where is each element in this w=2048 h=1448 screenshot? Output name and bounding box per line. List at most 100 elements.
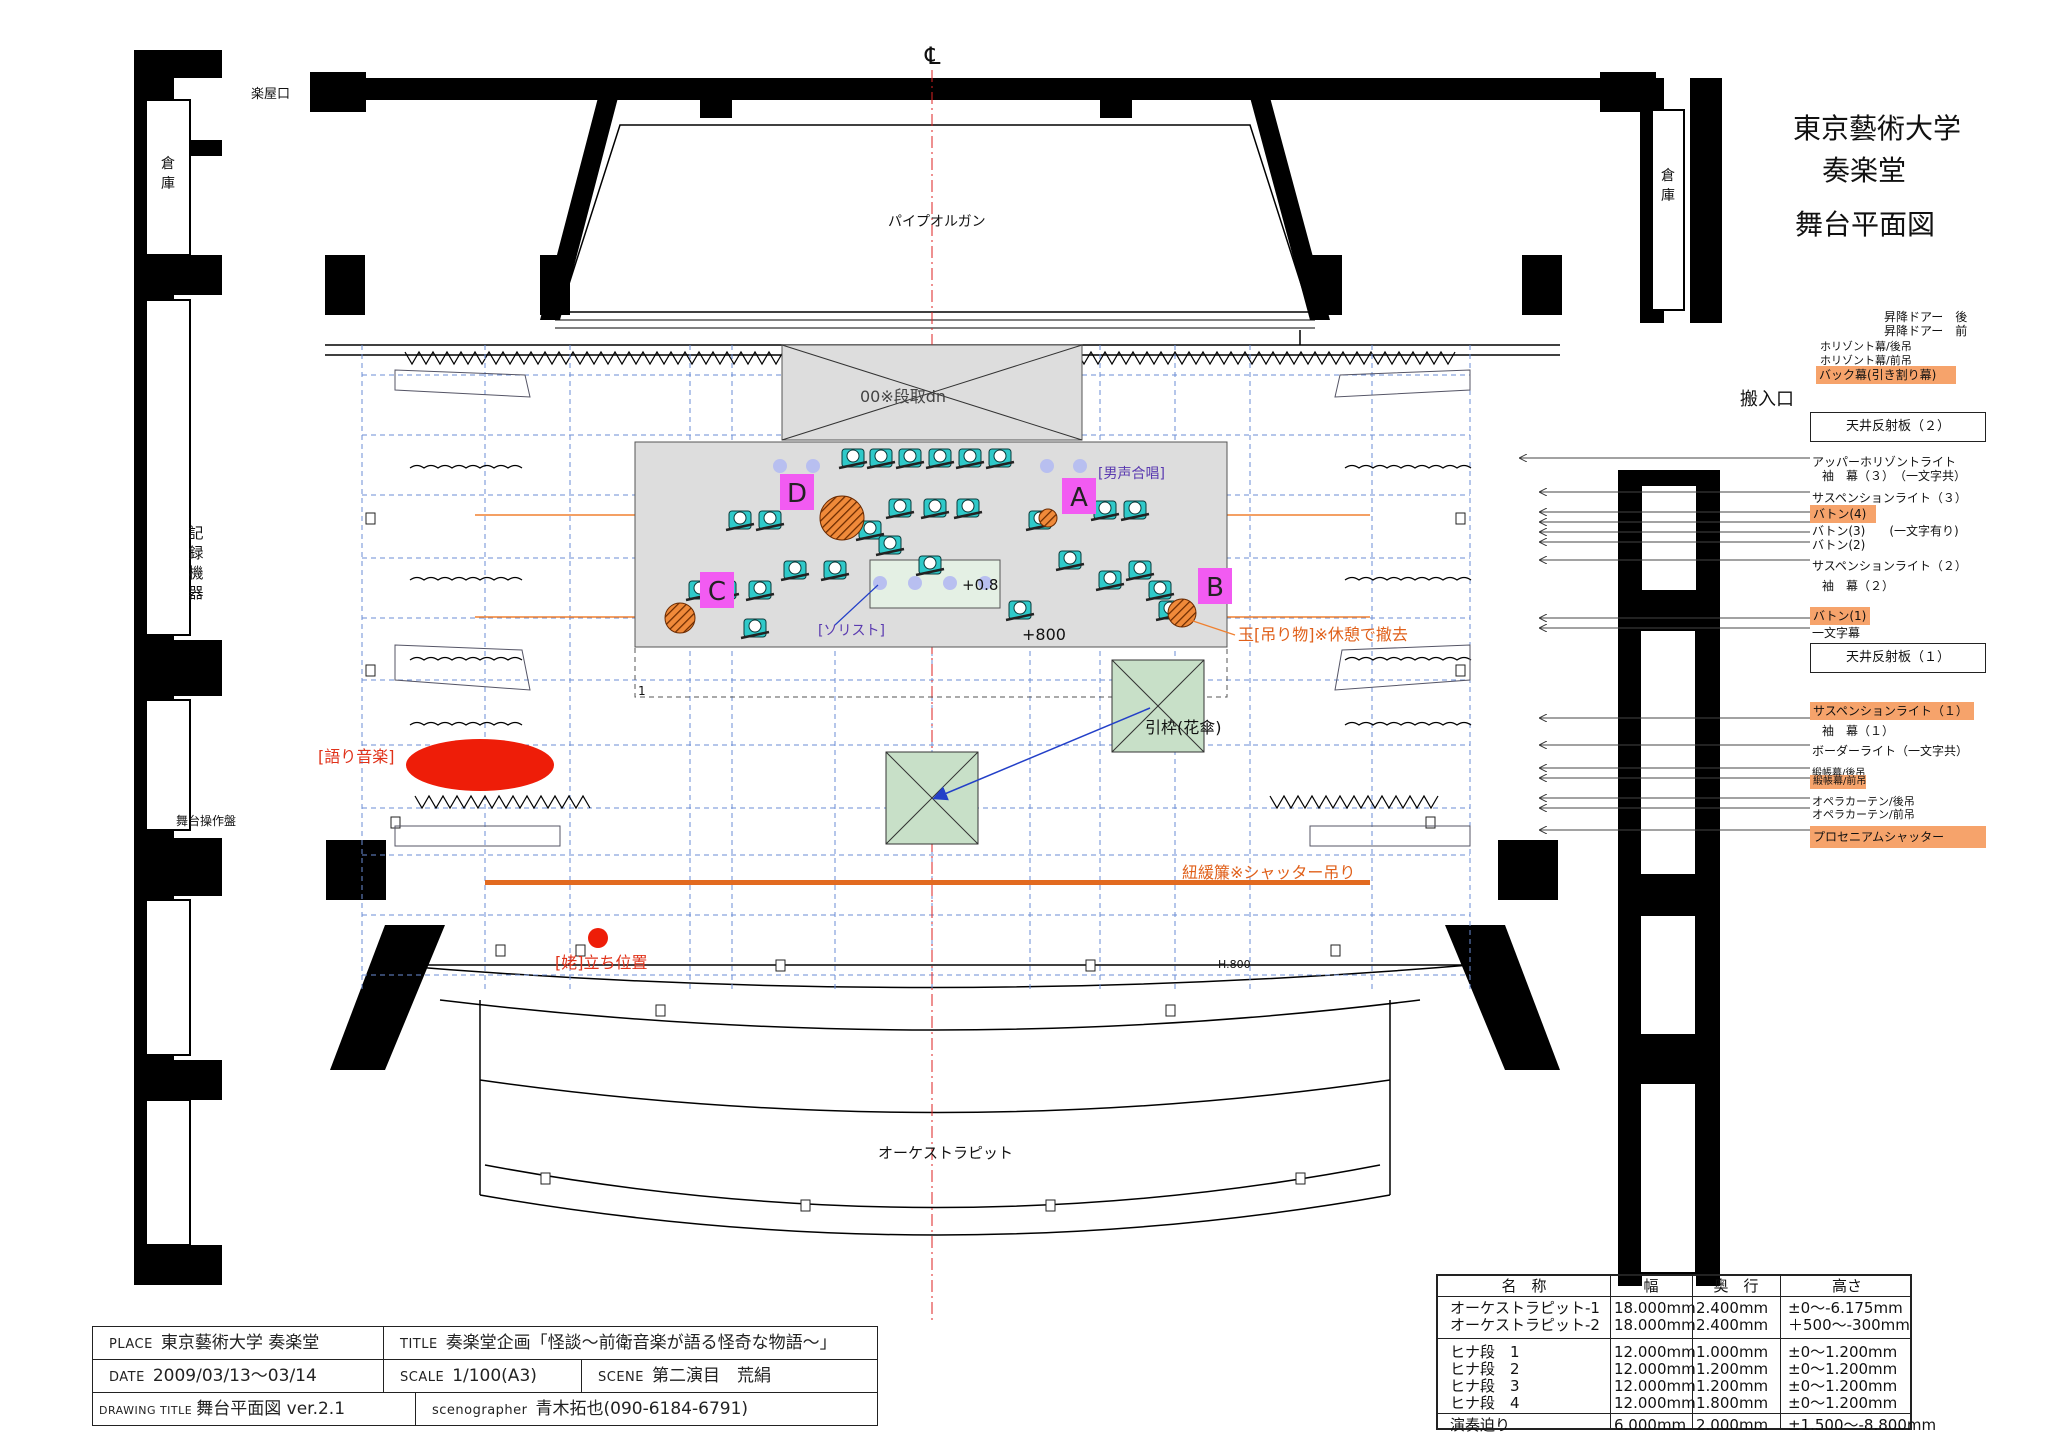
label-ichimonji: 一文字幕 <box>1812 626 1861 640</box>
tb-date-label: DATE <box>109 1370 145 1385</box>
seat-head <box>928 499 942 513</box>
gakuya-guchi-label: 楽屋口 <box>251 86 290 102</box>
label-sodemaku-2: 袖 幕（２） <box>1822 579 1895 593</box>
fixture <box>1425 816 1436 829</box>
curtain-wave <box>1344 656 1472 661</box>
seat-stand <box>866 460 896 470</box>
label-baton-3: バトン(3) (一文字有り) <box>1812 524 1959 538</box>
side-wings <box>394 369 1471 847</box>
seat-head <box>1103 571 1117 585</box>
marker-d: D <box>787 479 807 509</box>
marker-a: A <box>1070 483 1088 513</box>
seat-head <box>733 511 747 525</box>
seat-stand <box>755 522 785 532</box>
tb-date-value: 2009/03/13～03/14 <box>152 1366 317 1386</box>
fixture <box>495 944 506 957</box>
tb-drawing-label: DRAWING TITLE <box>99 1404 193 1417</box>
label-baton-4: バトン(4) <box>1810 505 1876 523</box>
tb-designer-label: scenographer <box>432 1403 528 1418</box>
spec-cell: 18.000mm <box>1614 1299 1696 1317</box>
performer-seat <box>885 498 915 520</box>
title-line-2: 奏楽堂 <box>1822 154 1906 187</box>
seat-stand <box>1005 612 1035 622</box>
kiroku-c1: 記 <box>188 524 203 542</box>
seat-head <box>933 449 947 463</box>
seat-head <box>788 561 802 575</box>
spec-cell: 2.400mm <box>1696 1316 1769 1334</box>
tb-title-label: TITLE <box>400 1337 438 1352</box>
seat-stand <box>1125 572 1155 582</box>
seat-head <box>961 499 975 513</box>
seat-stand <box>920 510 950 520</box>
seat-stand <box>1095 582 1125 592</box>
performer-seat <box>953 498 983 520</box>
performer-seat <box>1120 500 1150 522</box>
tama-label: 玉[吊り物]※休憩で撤去 <box>1238 625 1408 644</box>
performer-seat <box>820 560 850 582</box>
curtain-wave <box>409 721 523 726</box>
pipe-organ-label: パイプオルガン <box>888 214 986 230</box>
performer-seat <box>1090 500 1120 522</box>
uba-label: [姥]立ち位置 <box>555 953 648 972</box>
h800-label: H.800 <box>1218 958 1251 971</box>
fly-system-arrows <box>1520 458 1810 830</box>
spec-vline-1 <box>1610 1276 1611 1428</box>
fixture <box>365 664 376 677</box>
performer-seat <box>855 520 885 542</box>
souko-right-c2: 庫 <box>1661 187 1675 204</box>
seat-head <box>753 581 767 595</box>
shutter-label: 紐緩簾※シャッター吊り <box>1182 863 1355 882</box>
fixture <box>775 959 786 972</box>
spec-cell: ±0～1.200mm <box>1788 1360 1898 1378</box>
performer-seat <box>1145 580 1175 602</box>
label-sodemaku-1: 袖 幕（１） <box>1822 724 1895 738</box>
spec-cell: 1.800mm <box>1696 1394 1769 1412</box>
organ-note: 00※段取dn <box>860 387 946 406</box>
spec-cell: 6.000mm <box>1614 1416 1687 1434</box>
tb-drawing-value: 舞台平面図 ver.2.1 <box>196 1399 346 1419</box>
seat-head <box>1133 561 1147 575</box>
tama-props <box>664 495 1197 634</box>
label-donchou-front: 緞帳幕/前吊 <box>1810 775 1866 789</box>
spec-header: 名 称 幅 奥 行 高さ <box>1438 1276 1910 1297</box>
seat-head <box>828 561 842 575</box>
spec-cell: ±0～1.200mm <box>1788 1394 1898 1412</box>
spec-cell: ヒナ段 2 <box>1450 1360 1520 1378</box>
performer-seat <box>1095 570 1125 592</box>
curtain-wave <box>1344 721 1472 726</box>
tb-title-value: 奏楽堂企画「怪談～前衛音楽が語る怪奇な物語～」 <box>445 1333 837 1353</box>
curtain-wave <box>409 656 523 661</box>
spec-cell: 2.000mm <box>1696 1416 1769 1434</box>
seat-head <box>923 556 937 570</box>
seat-stand <box>855 532 885 542</box>
rooms <box>145 99 1697 1274</box>
performer-seat <box>925 448 955 470</box>
seat-stand <box>915 567 945 577</box>
label-ceiling-2: 天井反射板（２） <box>1810 412 1986 442</box>
label-horizont-front: ホリゾント幕/前吊 <box>1820 354 1912 367</box>
spec-hline-2 <box>1438 1413 1910 1414</box>
fixture <box>575 944 586 957</box>
seat-stand <box>745 592 775 602</box>
kiroku-c2: 録 <box>188 544 203 562</box>
hikiwaku-label: 引枠(花傘) <box>1145 718 1222 737</box>
performer-seat <box>780 560 810 582</box>
spec-h-height: 高さ <box>1831 1277 1862 1295</box>
label-back-curtain: バック幕(引き割り幕) <box>1816 366 1956 384</box>
seat-stand <box>925 460 955 470</box>
soloist-label: [ソリスト] <box>818 623 885 639</box>
hikiwaku-frames <box>885 659 1205 845</box>
label-upper-horizont: アッパーホリゾントライト <box>1812 455 1957 469</box>
seat-stand <box>1090 512 1120 522</box>
